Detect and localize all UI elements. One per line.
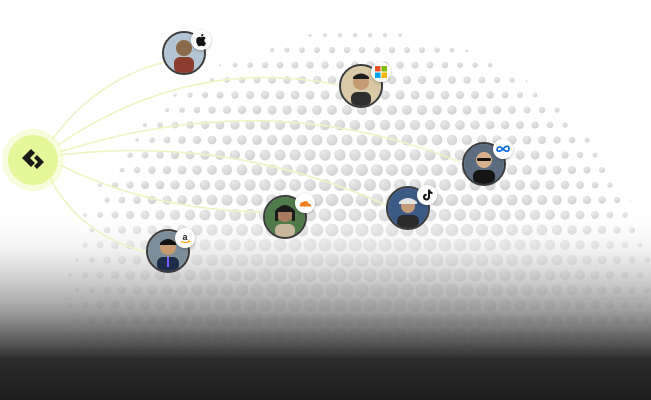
cloudflare-badge <box>295 193 315 213</box>
brand-logo-icon <box>22 149 44 169</box>
link-to-amazon <box>49 177 147 253</box>
person-cloudflare[interactable] <box>263 193 315 239</box>
microsoft-icon <box>375 66 387 78</box>
meta-icon <box>496 145 510 153</box>
link-to-microsoft <box>57 76 339 146</box>
person-amazon[interactable]: a <box>146 228 195 273</box>
link-to-apple <box>51 61 166 141</box>
apple-icon <box>196 33 206 47</box>
microsoft-badge <box>371 62 391 82</box>
hub-logo <box>8 135 58 185</box>
person-apple[interactable] <box>162 30 211 75</box>
person-meta[interactable] <box>462 139 513 186</box>
amazon-icon: a <box>180 232 191 244</box>
meta-badge <box>493 139 513 159</box>
amazon-badge: a <box>175 228 195 248</box>
cloudflare-icon <box>299 200 312 207</box>
link-to-tiktok <box>59 149 387 206</box>
apple-badge <box>191 30 211 50</box>
person-tiktok[interactable] <box>386 185 437 230</box>
avatar <box>386 186 430 230</box>
svg-text:a: a <box>182 232 188 242</box>
link-to-cloudflare <box>59 164 263 213</box>
link-to-meta <box>59 120 461 163</box>
tiktok-badge <box>417 185 437 205</box>
tiktok-icon <box>422 189 432 201</box>
avatar <box>146 229 190 273</box>
person-microsoft[interactable] <box>339 62 391 108</box>
avatar <box>462 142 506 186</box>
